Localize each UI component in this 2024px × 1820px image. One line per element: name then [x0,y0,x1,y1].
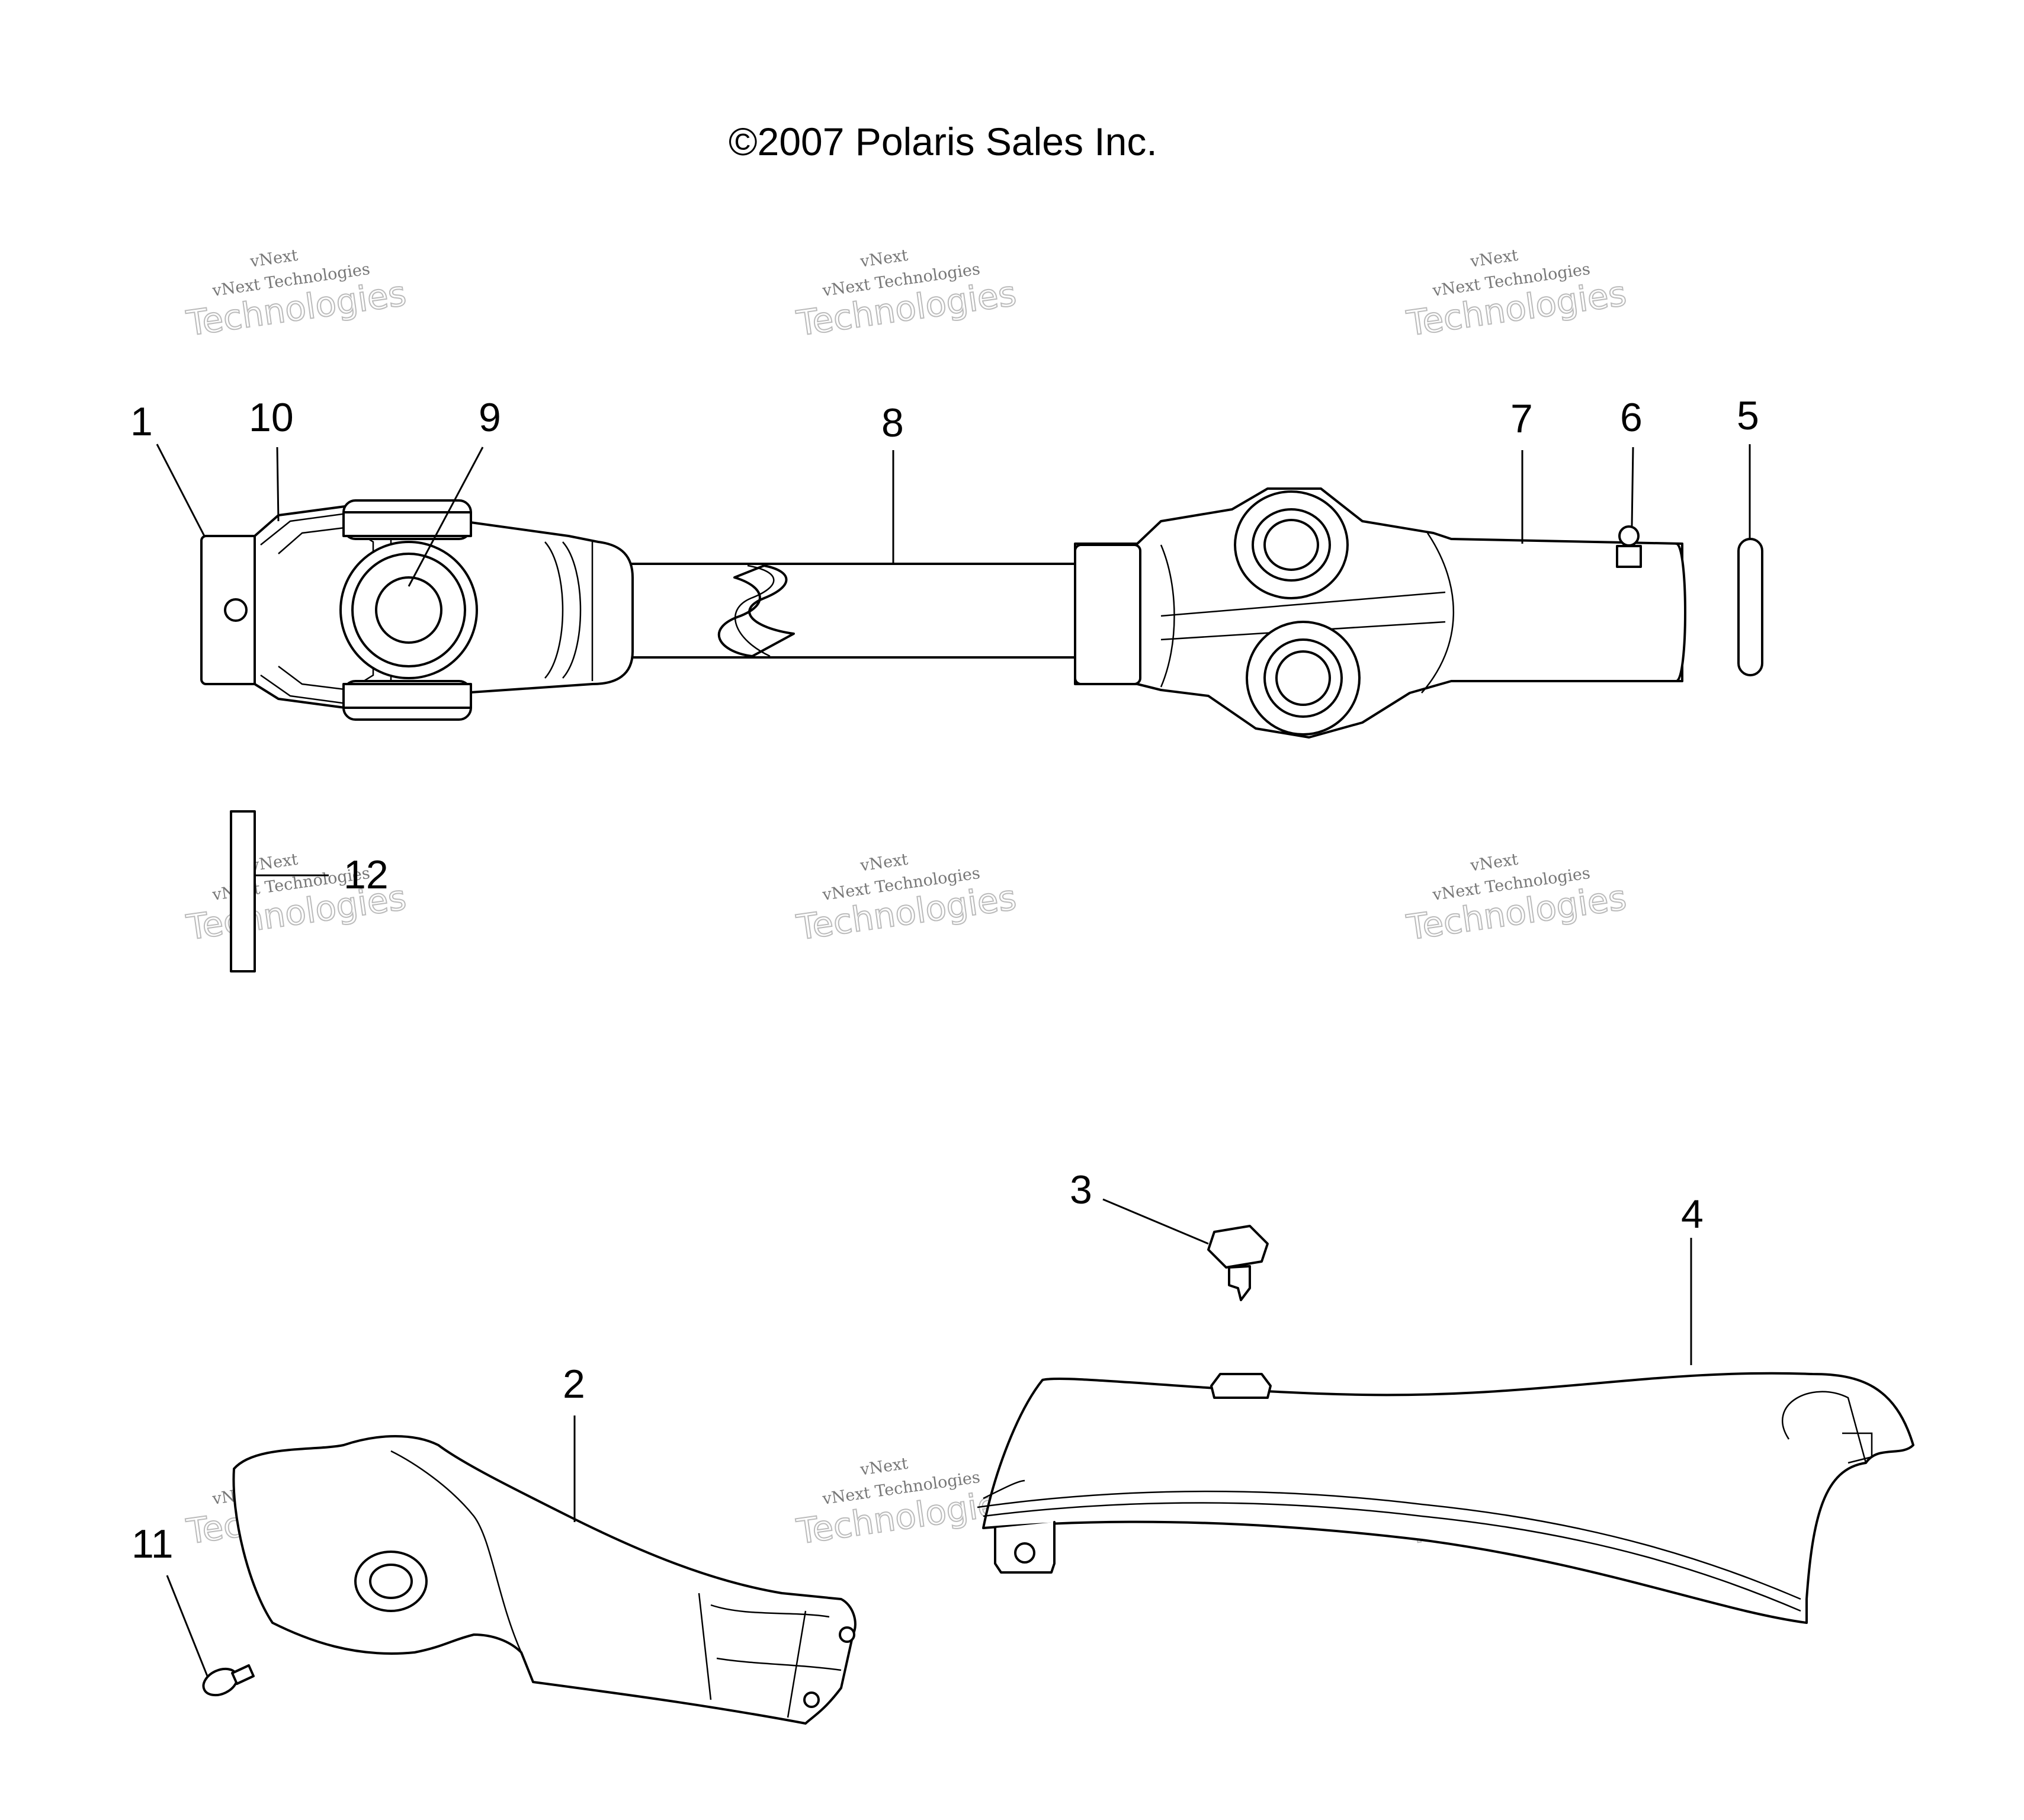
svg-text:vNext: vNext [858,1455,909,1479]
callout-labels: 1 10 9 8 7 6 5 12 3 4 2 11 [130,393,1759,1567]
callout-2: 2 [563,1362,585,1407]
callout-9: 9 [479,395,501,440]
watermark: vNext vNext Technologies Technologies [183,246,409,345]
shaft-tube [627,563,1079,659]
cross-bearing [339,541,478,679]
right-yoke [1074,487,1686,739]
prop-shaft-assembly [200,487,1763,972]
roll-pin [1737,538,1763,676]
callout-3: 3 [1070,1167,1092,1212]
watermark: vNext vNext Technologies Technologies [793,850,1019,949]
callout-12: 12 [344,852,389,897]
watermark: vNext vNext Technologies Technologies [793,246,1019,345]
short-guard [232,1435,857,1725]
long-guard [977,1372,1914,1624]
callout-11: 11 [131,1522,174,1567]
leader-lines [156,444,1751,1677]
callout-5: 5 [1737,393,1759,438]
callout-6: 6 [1620,395,1643,440]
watermark: vNext vNext Technologies Technologies [1403,850,1629,949]
svg-text:vNext: vNext [1468,246,1519,271]
callout-10: 10 [249,395,294,440]
callout-4: 4 [1681,1192,1704,1237]
watermark: vNext vNext Technologies Technologies [1403,246,1629,345]
spacer-strip [230,810,256,972]
watermark: vNext vNext Technologies Technologies [793,1455,1019,1553]
svg-text:vNext: vNext [1468,850,1519,875]
svg-text:vNext: vNext [248,246,299,271]
callout-7: 7 [1510,396,1533,441]
svg-text:vNext: vNext [248,850,299,875]
callout-1: 1 [130,399,153,444]
copyright-text: ©2007 Polaris Sales Inc. [729,120,1157,163]
svg-text:vNext: vNext [858,850,909,875]
rivet [202,1664,255,1697]
bolt [1207,1225,1269,1301]
svg-text:vNext: vNext [858,246,909,271]
callout-8: 8 [881,400,904,445]
